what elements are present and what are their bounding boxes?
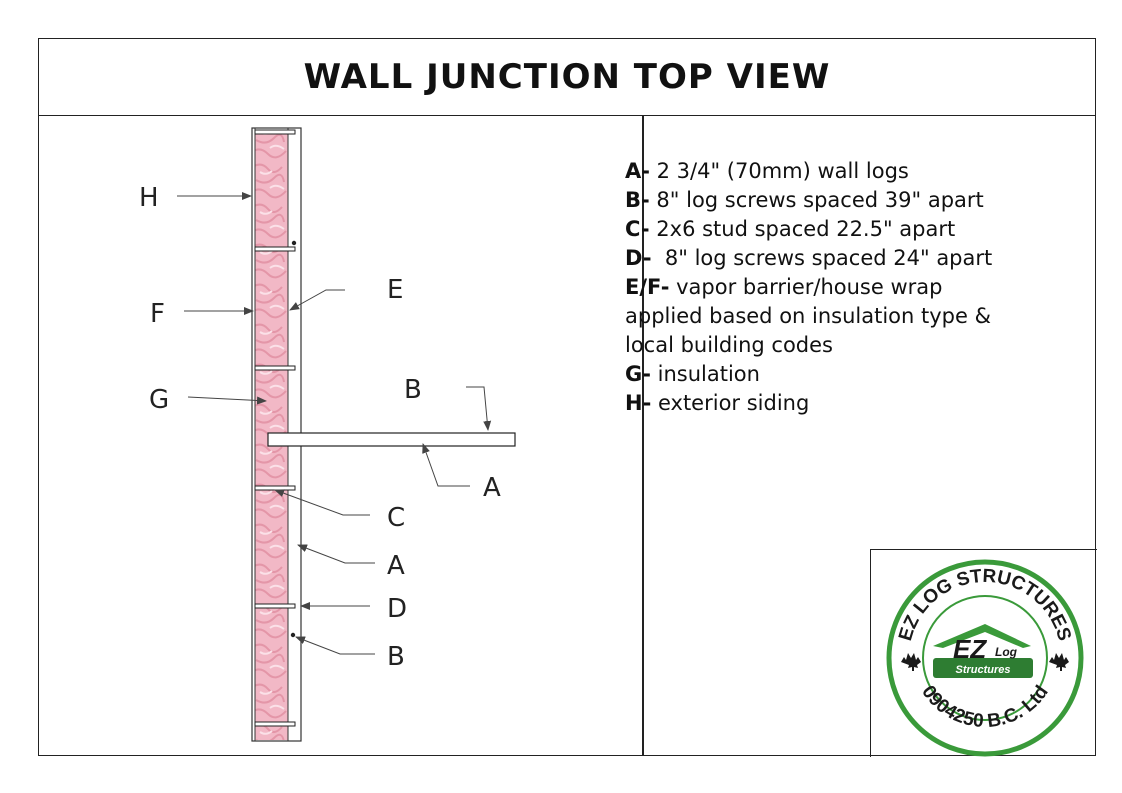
legend-key: H-	[625, 391, 652, 415]
legend-item: C- 2x6 stud spaced 22.5" apart	[625, 215, 1065, 244]
leader-c	[274, 489, 370, 516]
log-screw	[290, 632, 296, 638]
callout-b-top: B	[404, 375, 422, 405]
legend-text: vapor barrier/house wrap	[669, 275, 943, 299]
callout-c: C	[387, 503, 405, 533]
legend-text: 8" log screws spaced 39" apart	[649, 188, 984, 212]
page-title: WALL JUNCTION TOP VIEW	[303, 57, 831, 97]
legend-text: 8" log screws spaced 24" apart	[651, 246, 993, 270]
leader-e	[289, 289, 345, 311]
stud	[254, 603, 296, 609]
legend-item: D- 8" log screws spaced 24" apart	[625, 244, 1065, 273]
callout-e: E	[387, 275, 403, 305]
legend-key: C-	[625, 217, 650, 241]
leader-a-top	[422, 443, 470, 487]
callout-b-bottom: B	[387, 642, 405, 672]
legend-item: A- 2 3/4" (70mm) wall logs	[625, 157, 1065, 186]
title-bar: WALL JUNCTION TOP VIEW	[39, 39, 1095, 116]
logo-badge-bar	[933, 658, 1033, 678]
logo-structures-text: Structures	[955, 664, 1010, 676]
legend-item: applied based on insulation type &	[625, 302, 1065, 331]
callout-f: F	[150, 299, 165, 329]
legend-text: 2 3/4" (70mm) wall logs	[649, 159, 909, 183]
legend-key: B-	[625, 188, 650, 212]
legend-item: B- 8" log screws spaced 39" apart	[625, 186, 1065, 215]
company-logo: EZ LOG STRUCTURES 0904250 B.C. Ltd EZ Lo…	[886, 559, 1084, 757]
logo-log-text: Log	[995, 645, 1018, 659]
legend-text: applied based on insulation type &	[625, 304, 991, 328]
legend: A- 2 3/4" (70mm) wall logs B- 8" log scr…	[625, 157, 1065, 418]
logo-box: EZ LOG STRUCTURES 0904250 B.C. Ltd EZ Lo…	[870, 549, 1097, 757]
stud	[254, 129, 296, 135]
stud	[254, 246, 296, 252]
leader-a-bottom	[297, 544, 375, 564]
leader-g	[187, 396, 267, 405]
legend-key: D-	[625, 246, 652, 270]
callout-h: H	[139, 183, 159, 213]
callout-d: D	[387, 594, 407, 624]
callout-a-top: A	[483, 473, 501, 503]
stud	[254, 485, 296, 491]
legend-key: A-	[625, 159, 650, 183]
callout-a-bottom: A	[387, 551, 405, 581]
callout-g: G	[149, 385, 169, 415]
wall-junction-drawing: H E F G B A C A D B	[139, 127, 516, 742]
maple-leaf-left-icon	[901, 653, 921, 671]
legend-item: G- insulation	[625, 360, 1065, 389]
panel-divider	[642, 116, 644, 755]
log-screw	[291, 240, 297, 246]
leader-b-top	[466, 386, 492, 431]
legend-item: local building codes	[625, 331, 1065, 360]
maple-leaf-right-icon	[1049, 653, 1069, 671]
legend-key: G-	[625, 362, 651, 386]
leader-b-bottom	[295, 636, 375, 655]
legend-text: local building codes	[625, 333, 833, 357]
legend-item: E/F- vapor barrier/house wrap	[625, 273, 1065, 302]
logo-ez-text: EZ	[953, 634, 987, 664]
legend-item: H- exterior siding	[625, 389, 1065, 418]
junction-wall-log	[267, 432, 516, 447]
legend-text: insulation	[650, 362, 760, 386]
stud	[254, 365, 296, 371]
legend-text: exterior siding	[651, 391, 810, 415]
stud	[254, 721, 296, 727]
legend-text: 2x6 stud spaced 22.5" apart	[649, 217, 956, 241]
logo-house-roof-icon	[933, 624, 1031, 648]
legend-key: E/F-	[625, 275, 670, 299]
drawing-frame: WALL JUNCTION TOP VIEW EZ LOG STRUCTURES…	[38, 38, 1097, 757]
